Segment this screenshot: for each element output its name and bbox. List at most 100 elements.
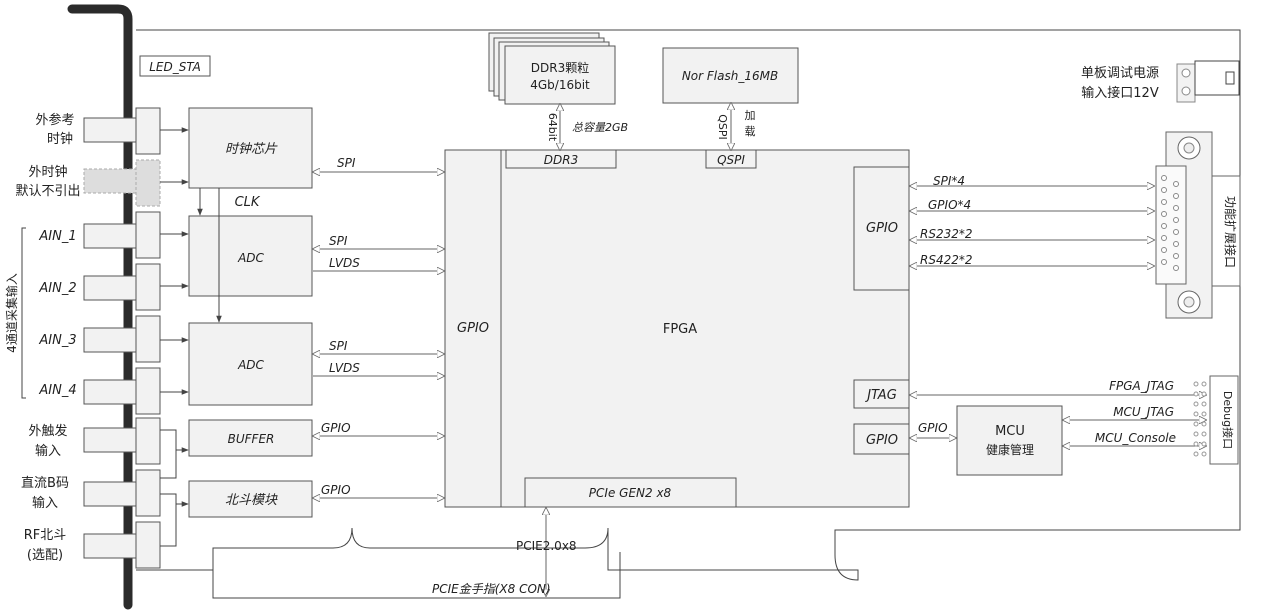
- sig-goldfinger: PCIE金手指(X8 CON): [432, 582, 551, 596]
- conn-ext-ref: [83, 117, 139, 143]
- sig-pcie20: PCIE2.0x8: [516, 539, 577, 553]
- ain-group-bracket: [21, 227, 26, 399]
- label-trig-1: 外触发: [28, 423, 67, 439]
- left-signal-arrows: [313, 172, 444, 498]
- gold-finger-edge: [212, 552, 621, 599]
- right-signal-arrows: [910, 186, 1206, 446]
- conn-ext-clk: [83, 168, 139, 194]
- sig-gpio-mcu: GPIO: [918, 421, 948, 435]
- power-connector: [1176, 60, 1240, 103]
- led-sta-label: LED_STA: [149, 60, 201, 74]
- buffer-label: BUFFER: [228, 432, 275, 446]
- conn-trig: [83, 427, 139, 453]
- label-rf-2: (选配): [27, 548, 63, 563]
- ddr3-chip-label-1: DDR3颗粒: [531, 60, 589, 75]
- beidou-label: 北斗模块: [225, 493, 278, 508]
- conn-ext-ref-body: [135, 107, 161, 155]
- sig-spi-clk: SPI: [337, 156, 356, 170]
- mcu-block: [956, 405, 1063, 476]
- power-label-2: 输入接口12V: [1081, 85, 1159, 101]
- pcie-block: [524, 477, 737, 508]
- sig-64bit: 64bit: [546, 113, 559, 142]
- sig-spi-adc2: SPI: [329, 339, 348, 353]
- fpga-label: FPGA: [663, 322, 697, 337]
- func-ext-connector: [1155, 131, 1241, 319]
- ddr3-chip-label-2: 4Gb/16bit: [530, 78, 590, 92]
- sig-lvds-adc2: LVDS: [329, 361, 360, 375]
- func-ext-label: 功能扩展接口: [1223, 196, 1238, 268]
- sig-lvds-adc1: LVDS: [329, 256, 360, 270]
- label-irigb-2: 输入: [32, 495, 58, 511]
- pcie-bracket: [67, 4, 133, 610]
- sig-mcu-jtag: MCU_JTAG: [1113, 405, 1174, 419]
- mcu-label-2: 健康管理: [986, 442, 1034, 457]
- conn-ain3-body: [135, 315, 161, 363]
- power-label-1: 单板调试电源: [1081, 66, 1159, 81]
- conn-irigb-body: [135, 469, 161, 517]
- bracket-connectors: [83, 107, 161, 569]
- label-trig-2: 输入: [35, 443, 61, 459]
- conn-ain2: [83, 275, 139, 301]
- sig-mcu-console: MCU_Console: [1095, 431, 1176, 445]
- norflash-label: Nor Flash_16MB: [682, 69, 778, 83]
- label-ext-clk-1: 外时钟: [28, 164, 67, 180]
- conn-rf: [83, 533, 139, 559]
- debug-label: Debug接口: [1221, 391, 1234, 449]
- clock-chip-block: [188, 107, 313, 189]
- sig-fpga-jtag: FPGA_JTAG: [1109, 379, 1174, 393]
- fpga-jtag-label: JTAG: [864, 388, 897, 403]
- label-ain3: AIN_3: [38, 333, 76, 348]
- conn-ain3: [83, 327, 139, 353]
- fpga-gpio-left-label: GPIO: [457, 321, 489, 336]
- sig-rs232: RS232*2: [920, 227, 973, 241]
- label-ain4: AIN_4: [38, 383, 76, 398]
- conn-ain4: [83, 379, 139, 405]
- fpga-gpio-mcu-label: GPIO: [866, 433, 898, 448]
- adc1-label: ADC: [237, 251, 264, 265]
- conn-ext-clk-body: [135, 159, 161, 207]
- conn-rf-body: [135, 521, 161, 569]
- sig-spi4: SPI*4: [933, 174, 965, 188]
- label-ext-ref-1: 外参考: [35, 112, 74, 128]
- sig-rs422: RS422*2: [920, 253, 973, 267]
- label-ain2: AIN_2: [38, 281, 76, 296]
- label-irigb-1: 直流B码: [21, 476, 69, 491]
- ddr3-chip-stack: [488, 32, 616, 105]
- conn-trig-body: [135, 417, 161, 465]
- conn-ain1: [83, 223, 139, 249]
- fpga-block: [444, 149, 910, 508]
- clk-label: CLK: [235, 195, 261, 210]
- board-outline: [136, 29, 1241, 581]
- sig-total-cap: 总容量2GB: [572, 121, 628, 134]
- adc1-block: [188, 215, 313, 297]
- sig-spi-adc1: SPI: [329, 234, 348, 248]
- beidou-block: [188, 480, 313, 518]
- input-arrows: [160, 127, 222, 547]
- label-ext-ref-2: 时钟: [47, 131, 73, 147]
- sig-gpio-beidou: GPIO: [321, 483, 351, 497]
- conn-ain2-body: [135, 263, 161, 311]
- fpga-jtag: [853, 379, 910, 409]
- adc2-block: [188, 322, 313, 406]
- conn-ain4-body: [135, 367, 161, 415]
- adc2-label: ADC: [237, 358, 264, 372]
- sig-gpio-buffer: GPIO: [321, 421, 351, 435]
- fpga-gpio-right: [853, 166, 910, 291]
- debug-connector: [1193, 375, 1239, 465]
- ddr3-port-label: DDR3: [544, 153, 578, 167]
- clock-chip-label: 时钟芯片: [225, 142, 278, 157]
- sig-qspi-v: QSPI: [716, 114, 729, 140]
- pcie-block-label: PCIe GEN2 x8: [589, 486, 672, 500]
- sig-load-2: 载: [745, 125, 756, 138]
- label-ext-clk-2: 默认不引出: [15, 183, 80, 199]
- fpga-gpio-mcu: [853, 423, 910, 455]
- conn-irigb: [83, 481, 139, 507]
- conn-ain1-body: [135, 211, 161, 259]
- label-ain1: AIN_1: [38, 229, 76, 244]
- mcu-label-1: MCU: [995, 424, 1025, 439]
- sig-gpio4: GPIO*4: [928, 198, 971, 212]
- sig-load-1: 加: [745, 109, 756, 122]
- label-rf-1: RF北斗: [24, 528, 67, 543]
- fpga-gpio-right-label: GPIO: [866, 221, 898, 236]
